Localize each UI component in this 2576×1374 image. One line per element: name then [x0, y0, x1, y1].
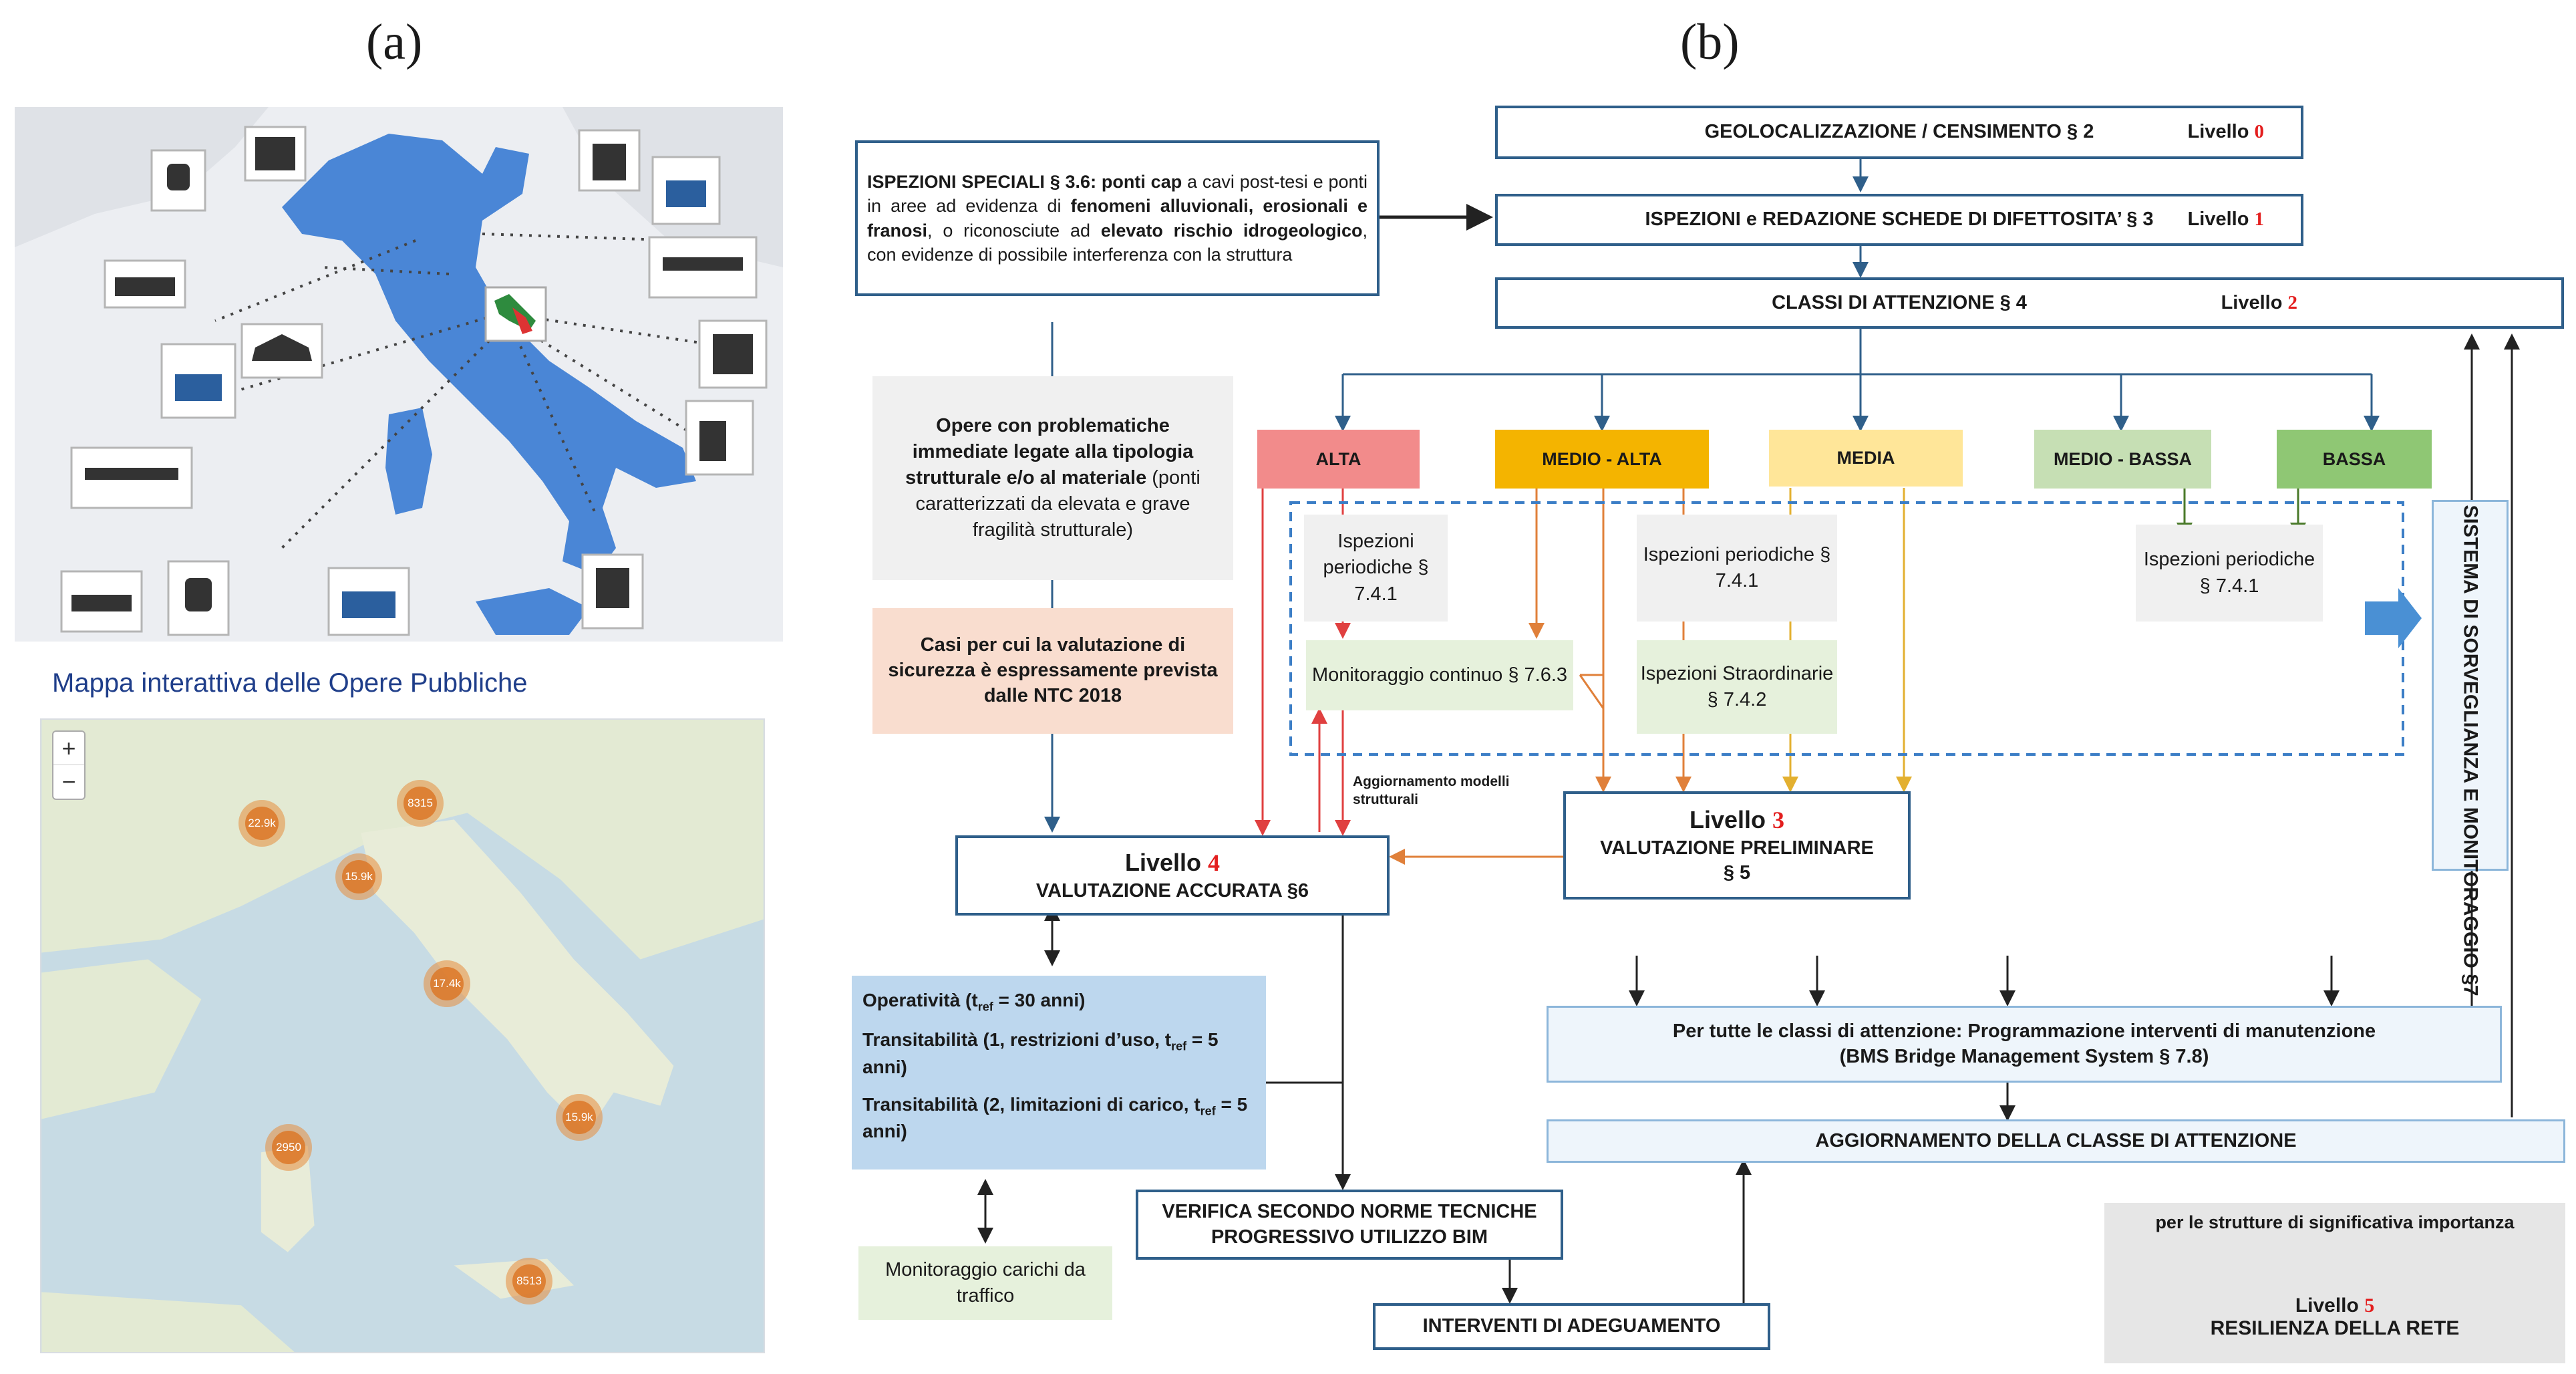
- ispezioni-speciali-text: a cavi post-tesi e ponti in aree ad evid…: [867, 171, 1367, 217]
- class-medio-alta: MEDIO - ALTA: [1495, 430, 1709, 489]
- livello-4-box: Livello 4 VALUTAZIONE ACCURATA §6: [955, 835, 1390, 916]
- class-alta: ALTA: [1257, 430, 1420, 489]
- italy-silhouette: [15, 107, 783, 642]
- valutazione-preliminare-label: VALUTAZIONE PRELIMINARE: [1600, 837, 1874, 859]
- level-2-label: Livello 2: [2221, 291, 2297, 313]
- panel-a-label: (a): [366, 14, 423, 70]
- aggiornamento-classe-box: AGGIORNAMENTO DELLA CLASSE DI ATTENZIONE: [1547, 1119, 2565, 1163]
- ispezioni-periodiche-box-2: Ispezioni periodiche § 7.4.1: [1637, 515, 1837, 622]
- classi-attenzione-label: CLASSI DI ATTENZIONE § 4: [1772, 291, 2027, 313]
- opere-problematiche-text: (ponti caratterizzati da elevata e grave…: [915, 466, 1200, 541]
- zoom-in-button[interactable]: +: [53, 732, 84, 765]
- ispezioni-redazione-label: ISPEZIONI e REDAZIONE SCHEDE DI DIFETTOS…: [1645, 209, 2154, 231]
- aggiornamento-modelli-label: Aggiornamento modelli strutturali: [1353, 773, 1510, 807]
- classi-attenzione-box: CLASSI DI ATTENZIONE § 4 Livello 2: [1495, 277, 2564, 329]
- valutazione-accurata-label: VALUTAZIONE ACCURATA §6: [1035, 879, 1309, 902]
- transitabilita-1-line: Transitabilità (1, restrizioni d’uso, tr…: [862, 1028, 1219, 1077]
- class-media: MEDIA: [1769, 430, 1963, 487]
- ispezioni-periodiche-box-1: Ispezioni periodiche § 7.4.1: [1304, 515, 1448, 622]
- interactive-map[interactable]: + − 8315 22.9k 15.9k 17.4k 15.9k 2950 85…: [40, 718, 765, 1353]
- ispezioni-speciali-box: ISPEZIONI SPECIALI § 3.6: ponti cap a ca…: [855, 140, 1380, 296]
- interventi-adeguamento-box: INTERVENTI DI ADEGUAMENTO: [1373, 1303, 1770, 1350]
- level-5-label: Livello 5: [2295, 1294, 2375, 1317]
- bms-label: (BMS Bridge Management System § 7.8): [1839, 1045, 2209, 1067]
- casi-ntc-box: Casi per cui la valutazione di sicurezza…: [872, 608, 1233, 734]
- verifica-norme-box: VERIFICA SECONDO NORME TECNICHE PROGRESS…: [1136, 1190, 1563, 1260]
- ispezioni-speciali-text: , con evidenze di possibile interferenza…: [867, 220, 1367, 265]
- map-cluster[interactable]: 15.9k: [335, 853, 382, 900]
- programmazione-label: Per tutte le classi di attenzione: Progr…: [1672, 1020, 2376, 1042]
- ispezioni-speciali-highlight: fenomeni alluvionali, erosionali e frano…: [867, 196, 1368, 241]
- class-bassa: BASSA: [2277, 430, 2432, 489]
- geolocalizzazione-label: GEOLOCALIZZAZIONE / CENSIMENTO § 2: [1704, 121, 2094, 143]
- zoom-control: + −: [52, 730, 86, 800]
- map-cluster[interactable]: 2950: [265, 1124, 312, 1171]
- map-cluster[interactable]: 8513: [506, 1258, 552, 1304]
- ispezioni-redazione-box: ISPEZIONI e REDAZIONE SCHEDE DI DIFETTOS…: [1495, 194, 2303, 246]
- map-cluster[interactable]: 8315: [397, 780, 444, 827]
- zoom-out-button[interactable]: −: [61, 768, 76, 795]
- valutazione-preliminare-section: § 5: [1723, 862, 1751, 884]
- ispezioni-periodiche-box-3: Ispezioni periodiche § 7.4.1: [2136, 525, 2323, 622]
- sistema-sorveglianza-box: SISTEMA DI SORVEGLIANZA E MONITORAGGIO §…: [2432, 500, 2509, 996]
- transitabilita-2-line: Transitabilità (2, limitazioni di carico…: [862, 1093, 1248, 1142]
- ispezioni-speciali-lead: ISPEZIONI SPECIALI § 3.6: ponti cap: [867, 171, 1182, 192]
- operativita-line: Operatività (tref = 30 anni): [862, 990, 1086, 1014]
- map-cluster[interactable]: 17.4k: [424, 960, 470, 1007]
- panel-b-label: (b): [1680, 14, 1740, 70]
- map-caption: Mappa interattiva delle Opere Pubbliche: [52, 668, 528, 698]
- verifica-norme-label: VERIFICA SECONDO NORME TECNICHE: [1162, 1200, 1537, 1222]
- ispezioni-straordinarie-box: Ispezioni Straordinarie § 7.4.2: [1637, 640, 1837, 734]
- programmazione-box: Per tutte le classi di attenzione: Progr…: [1547, 1006, 2502, 1083]
- opere-problematiche-highlight: Opere con problematiche immediate legate…: [905, 414, 1194, 489]
- resilienza-label: RESILIENZA DELLA RETE: [2210, 1317, 2460, 1339]
- livello-3-box: Livello 3 VALUTAZIONE PRELIMINARE § 5: [1563, 791, 1911, 900]
- level-4-label: Livello 4: [1124, 848, 1221, 876]
- sistema-sorveglianza-label: SISTEMA DI SORVEGLIANZA E MONITORAGGIO §…: [2459, 505, 2481, 996]
- level-0-label: Livello 0: [2187, 121, 2264, 143]
- resilienza-intro: per le strutture di significativa import…: [2155, 1212, 2515, 1232]
- infrastructure-map-illustration: [15, 107, 783, 642]
- operativita-box: Operatività (tref = 30 anni) Transitabil…: [852, 976, 1266, 1170]
- map-cluster[interactable]: 15.9k: [556, 1094, 603, 1141]
- opere-problematiche-box: Opere con problematiche immediate legate…: [872, 376, 1233, 580]
- level-3-label: Livello 3: [1689, 805, 1785, 833]
- geolocalizzazione-box: GEOLOCALIZZAZIONE / CENSIMENTO § 2 Livel…: [1495, 106, 2303, 159]
- monitoraggio-carichi-box: Monitoraggio carichi da traffico: [858, 1246, 1112, 1320]
- bim-label: PROGRESSIVO UTILIZZO BIM: [1211, 1226, 1488, 1248]
- map-cluster[interactable]: 22.9k: [238, 800, 285, 847]
- ispezioni-speciali-highlight: elevato rischio idrogeologico: [1100, 220, 1363, 241]
- map-tiles: [41, 720, 764, 1352]
- level-1-label: Livello 1: [2187, 209, 2264, 231]
- resilienza-box: per le strutture di significativa import…: [2104, 1203, 2565, 1363]
- ispezioni-speciali-text: , o riconosciute ad: [927, 220, 1101, 241]
- monitoraggio-continuo-box: Monitoraggio continuo § 7.6.3: [1306, 640, 1573, 710]
- class-medio-bassa: MEDIO - BASSA: [2034, 430, 2211, 489]
